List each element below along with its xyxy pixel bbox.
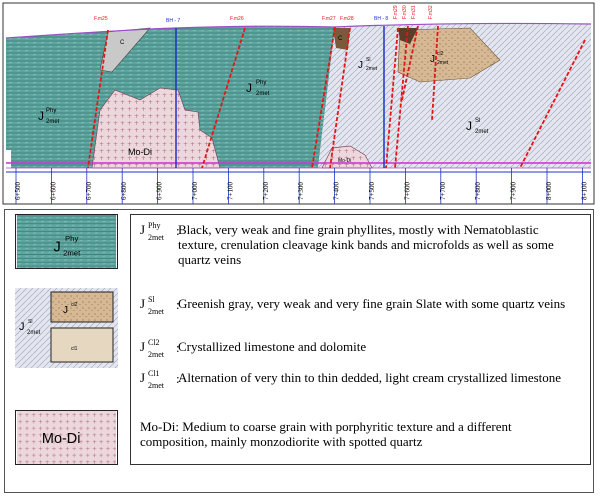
unit-sl-lower-sup: Sl [475,118,480,124]
fault-label-m31: F.m31 [411,5,417,19]
unit-cl2-sup: cl2 [437,51,444,57]
svg-text:2met: 2met [27,330,41,336]
legend-swatch-phyllite: J Phy 2met [15,214,118,269]
slate-zone [318,23,591,168]
chainage-label: 7+600 [403,182,411,200]
svg-text:2met: 2met [63,248,81,257]
fault-label-m30: F.m30 [402,5,408,19]
chainage-label: 8+100 [580,182,588,200]
svg-text:cl1: cl1 [71,346,78,352]
fault-m28 [329,27,351,169]
unit-sl-lower-sub: 2met [475,129,489,135]
left-edge-strip [6,150,11,168]
legend-swatch-modi: Mo-Di [15,410,118,465]
svg-text:J: J [53,240,60,256]
svg-text:Mo-Di: Mo-Di [42,431,81,447]
chainage-label: 7+500 [368,182,376,200]
legend-row-modi: Mo-Di: Medium to coarse grain with porph… [140,419,580,449]
chainage-label: 7+200 [262,182,270,200]
fault-m32 [431,25,439,121]
fault-label-m28: F.m28 [340,16,354,22]
fault-label-m32: F.m32 [428,5,434,19]
legend-description-box [130,214,591,465]
geological-cross-section: + F.m25 F.m26 F.m27 F.m28 [2,2,595,205]
chainage-label: 7+000 [191,182,199,200]
chainage-label: 6+500 [14,182,22,200]
fault-m26 [201,27,246,169]
legend-swatch-slate: J cl2 cl1 J Sl 2met [15,288,118,368]
fault-m25 [87,29,109,169]
unit-sl-lower-J: J [466,119,472,133]
chainage-label: 6+800 [120,182,128,200]
limestone-lens [397,27,501,83]
unit-sl-upper-sub: 2met [366,66,378,72]
fault-label-m26: F.m26 [230,16,244,22]
chainage-label: 6+700 [85,182,93,200]
svg-text:J: J [63,305,68,316]
fault-label-m25: F.m25 [94,16,108,22]
chainage-label: 7+900 [510,182,518,200]
unit-small-c1: C [120,40,125,46]
svg-text:cl2: cl2 [71,302,78,308]
unit-sl-upper-J: J [358,60,363,71]
fault-label-m27: F.m27 [322,16,336,22]
topography-line [5,22,592,39]
unit-cl2-J: J [430,54,435,65]
fault-m31 [401,25,419,101]
svg-text:Sl: Sl [28,319,32,325]
svg-text:J: J [19,321,25,333]
chainage-label: 7+800 [474,182,482,200]
chainage-label: 7+700 [439,182,447,200]
chainage-label: 8+000 [545,182,553,200]
chainage-label: 6+600 [49,182,57,200]
svg-text:Phy: Phy [65,234,78,243]
unit-modi-right: Mo-Di [338,158,351,164]
unit-phy-right-J: J [246,81,252,95]
chainage-label: 6+900 [156,182,164,200]
unit-modi-left: Mo-Di [128,147,152,157]
modi-body-left [91,87,221,169]
unit-cl2-sub: 2met [437,60,449,66]
dark-limestone-wedge [398,28,418,44]
fault-label-m29: F.m29 [393,5,399,19]
chainage-label: 7+400 [333,182,341,200]
legend-modi-text: Mo-Di: Medium to coarse grain with porph… [140,419,512,449]
borehole-label-bh7: BH - 7 [166,18,180,24]
unit-phy-right-sub: 2met [256,91,270,97]
legend-frame [4,209,594,493]
unit-phy-right-sup: Phy [256,80,266,86]
unit-sl-upper-sup: Sl [366,57,370,63]
unit-phy-left-sup: Phy [46,108,56,114]
unit-small-c2: C [338,36,343,42]
chainage-label: 7+100 [226,182,234,200]
dark-wedge-mid [333,28,350,50]
borehole-label-bh8: BH - 8 [374,16,388,22]
fault-m29 [385,27,399,169]
chainage-label: 7+300 [297,182,305,200]
unit-phy-left-J: J [38,109,44,123]
unit-phy-left-sub: 2met [46,119,60,125]
